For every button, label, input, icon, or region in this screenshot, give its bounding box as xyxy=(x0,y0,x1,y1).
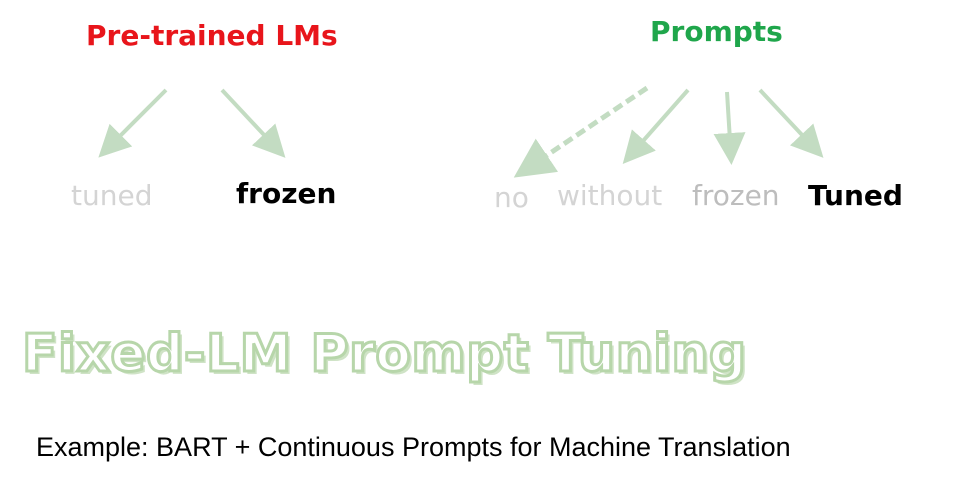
option-without-prompt: without xyxy=(557,179,663,212)
option-frozen-lm: frozen xyxy=(236,177,337,210)
option-tuned-prompt: Tuned xyxy=(808,179,903,212)
example-caption: Example: BART + Continuous Prompts for M… xyxy=(36,432,791,462)
arrow-to-tuned xyxy=(98,88,168,158)
option-no-prompt: no xyxy=(494,181,529,214)
option-frozen-prompt: frozen xyxy=(692,179,780,212)
arrow-to-tuned-prompt xyxy=(758,88,824,158)
arrow-to-without xyxy=(622,88,690,164)
option-tuned-lm: tuned xyxy=(71,179,153,212)
pretrained-lms-heading: Pre-trained LMs xyxy=(86,19,338,52)
slide-title: Fixed-LM Prompt Tuning xyxy=(21,324,748,384)
arrow-to-frozen-lm xyxy=(220,88,286,158)
arrow-to-no xyxy=(513,85,649,178)
prompts-heading: Prompts xyxy=(650,15,783,48)
arrow-to-frozen-prompt xyxy=(713,91,746,165)
